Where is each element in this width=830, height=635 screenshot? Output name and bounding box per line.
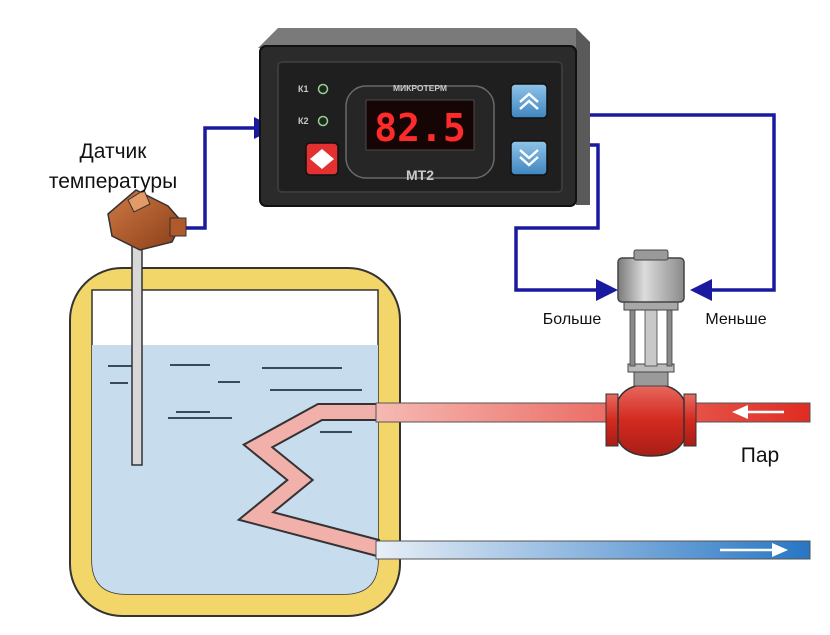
indicator-k2-icon	[317, 115, 329, 127]
indicator-k1-icon	[317, 83, 329, 95]
display-value: 82.5	[374, 106, 466, 150]
sensor-label: Датчик	[80, 140, 148, 163]
valve-actuator	[617, 257, 685, 303]
control-valve	[605, 249, 697, 457]
controller-device: МИКРОТЕРМ 82.5 МТ2 К1 К2	[258, 28, 590, 207]
flow-arrow-in	[732, 405, 784, 419]
more-arrow	[596, 279, 618, 301]
heating-coil	[236, 403, 381, 557]
water-ripples	[108, 364, 362, 433]
led-display	[365, 99, 475, 151]
sensor-probe	[131, 239, 143, 466]
wires	[180, 113, 776, 292]
chevron-down-double-icon	[519, 149, 539, 167]
set-button[interactable]	[305, 142, 339, 176]
chevron-up-double-icon	[519, 92, 539, 110]
temperature-sensor	[107, 189, 187, 466]
more-label: Больше	[543, 311, 602, 328]
more-wire	[514, 143, 600, 292]
diamond-icon	[310, 149, 334, 169]
brand-label: МИКРОТЕРМ	[393, 83, 447, 93]
tank	[69, 267, 401, 617]
model-label: МТ2	[406, 167, 434, 183]
condensate-outlet-pipe	[375, 540, 811, 560]
indicator-k2-label: К2	[298, 116, 309, 126]
steam-label: Пар	[741, 444, 779, 467]
steam-inlet-pipe	[375, 402, 811, 423]
less-arrow	[690, 279, 712, 301]
down-button[interactable]	[510, 140, 548, 176]
flow-arrow-out	[720, 543, 788, 557]
sensor-label-line2: температуры	[49, 170, 177, 193]
less-wire	[572, 113, 776, 292]
up-button[interactable]	[510, 83, 548, 119]
indicator-k1-label: К1	[298, 84, 309, 94]
less-label: Меньше	[705, 311, 766, 328]
sensor-wire	[180, 126, 256, 230]
